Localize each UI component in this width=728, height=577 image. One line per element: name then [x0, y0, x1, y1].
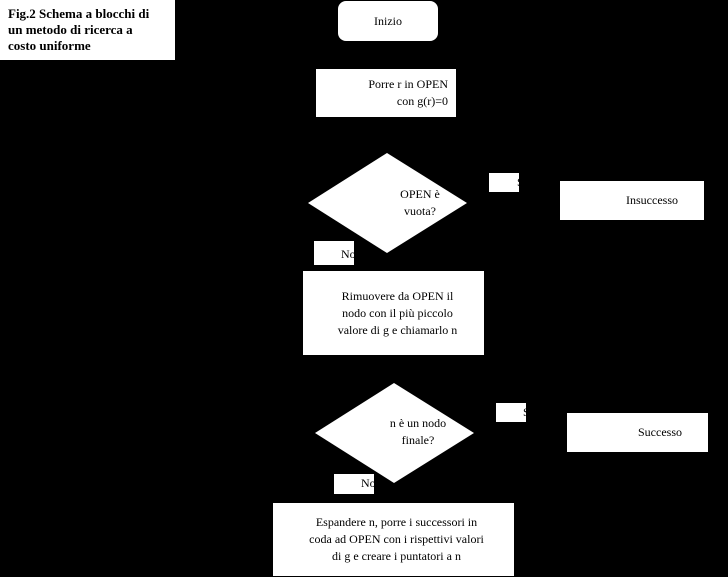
decision-is-goal-diamond [315, 383, 474, 483]
init-open-node: Porre r in OPEN con g(r)=0 [316, 69, 456, 117]
remove-min-node: Rimuovere da OPEN il nodo con il più pic… [303, 271, 484, 355]
start-node: Inizio [338, 1, 438, 41]
edge-label-no-1: No [314, 241, 354, 265]
expand-node: Espandere n, porre i successori in coda … [273, 503, 514, 576]
edge-label-yes-2: Si [496, 403, 526, 422]
edge-label-yes-1: Si [489, 173, 519, 192]
decision-is-goal-label: n è un nodo finale? [389, 416, 447, 447]
success-node: Successo [567, 413, 708, 452]
failure-node: Insuccesso [560, 181, 704, 220]
decision-open-empty-diamond [308, 153, 467, 253]
edge-label-no-2: No [334, 474, 374, 494]
figure-caption: Fig.2 Schema a blocchi di un metodo di r… [0, 0, 175, 60]
decision-open-empty-label: OPEN è vuota? [400, 187, 440, 218]
